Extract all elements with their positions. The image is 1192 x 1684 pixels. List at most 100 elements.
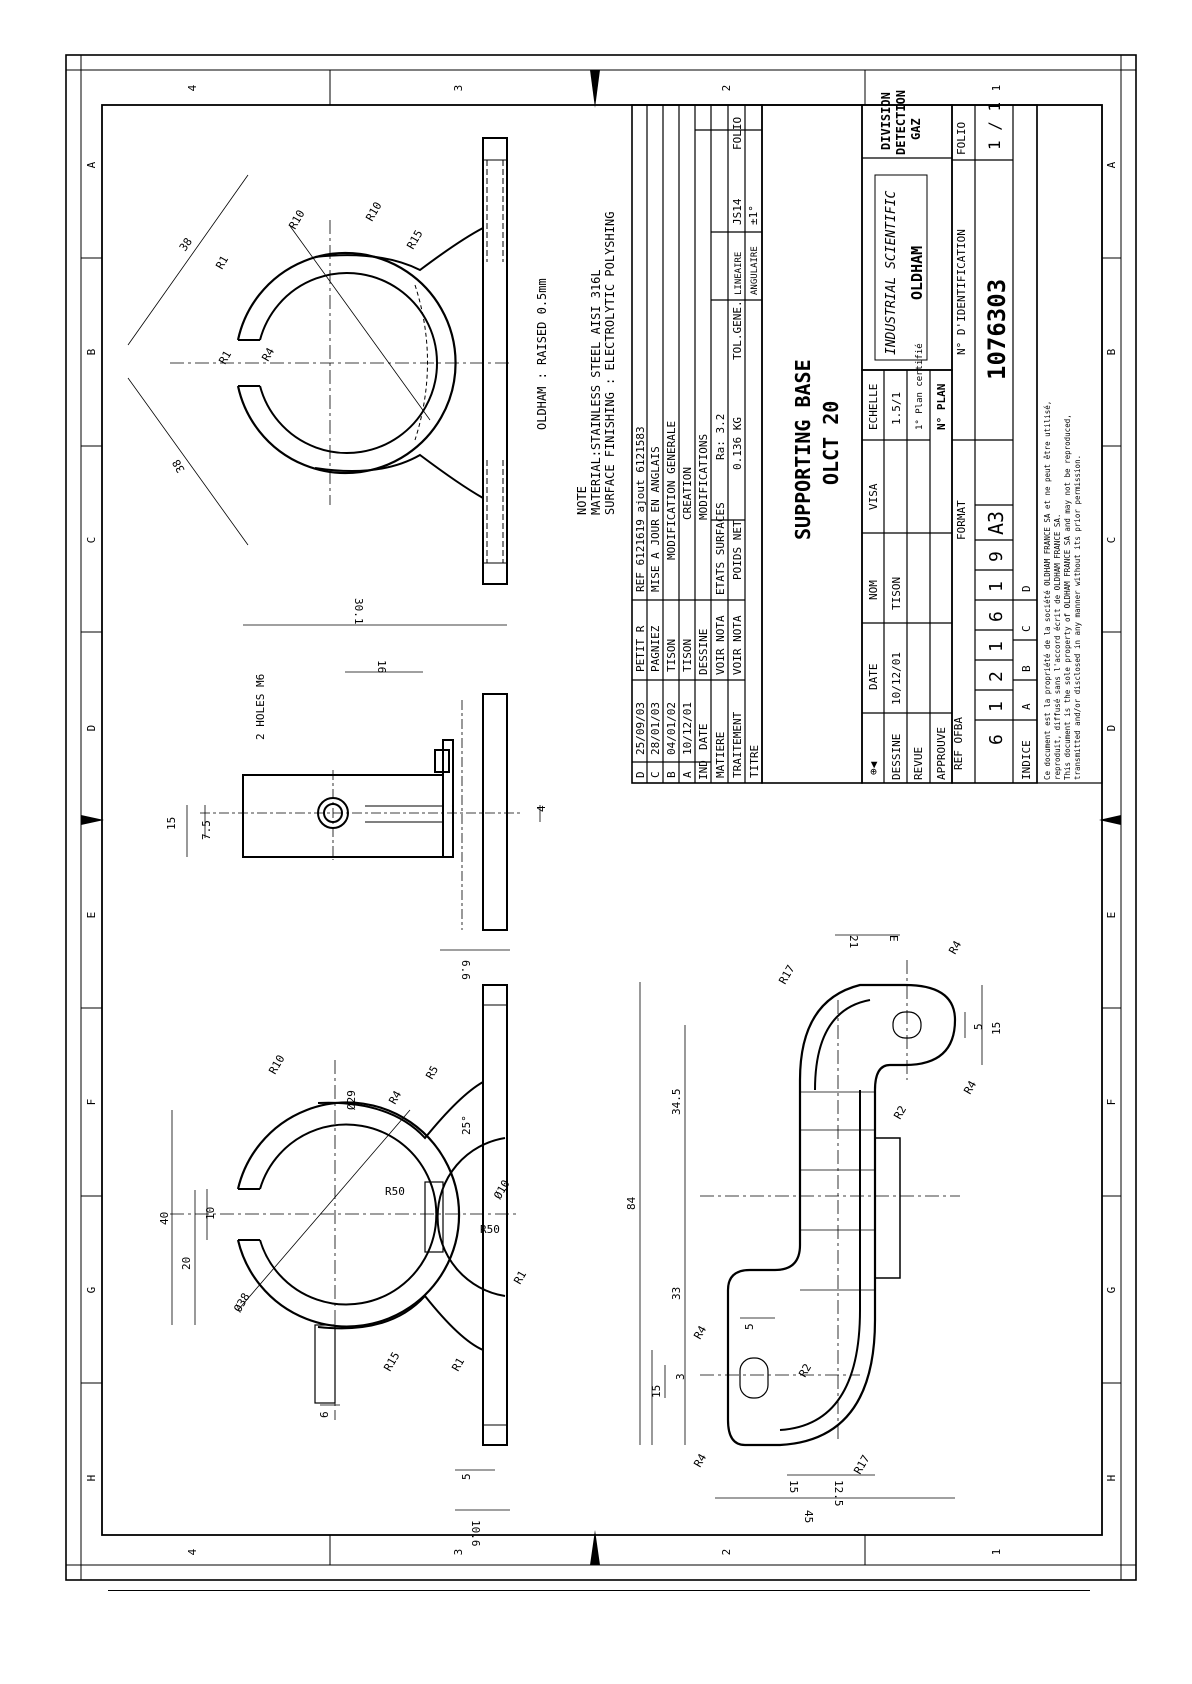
row-label-right-E: E <box>1105 912 1118 919</box>
dim-bot-5a: 5 <box>972 1023 985 1030</box>
row-label-right-A: A <box>1105 161 1118 168</box>
dim-top-r10b: R10 <box>363 200 384 224</box>
spec-traitement-value: VOIR NOTA <box>731 615 744 675</box>
top-view-dimensions: 38 38 R10 R10 R15 R1 R4 R1 <box>170 200 426 475</box>
row-label-left-E: E <box>85 912 98 919</box>
grid-column-labels: 4 3 2 1 4 3 2 1 <box>186 84 1003 1555</box>
id-folio-value: 1 / 1 <box>985 102 1004 150</box>
id-ref-digit-5: 6 <box>986 611 1007 622</box>
company-industrial: INDUSTRIAL SCIENTIFIC <box>884 190 899 355</box>
title-line2: OLCT 20 <box>819 401 843 485</box>
rev-c-desc: MISE A JOUR EN ANGLAIS <box>649 446 662 592</box>
col-label-bottom-4: 1 <box>990 1549 1003 1556</box>
col-label-top-4: 1 <box>990 85 1003 92</box>
rev-a-name: TISON <box>681 639 694 672</box>
spec-matiere-label: MATIERE <box>714 732 727 778</box>
note-block: NOTE MATERIAL:STAINLESS STEEL AISI 316L … <box>535 212 617 515</box>
dim-front-d10: Ø10 <box>491 1178 512 1202</box>
bottom-view-dimensions: 84 34.5 33 R17 R17 21 E R4 R4 R4 R4 R2 R… <box>625 935 1003 1523</box>
side-view-dimensions: 2 HOLES M6 30.1 16 15 7.5 4 6.6 <box>165 598 548 980</box>
row-label-left-G: G <box>85 1287 98 1294</box>
title-text: SUPPORTING BASE OLCT 20 <box>791 359 843 540</box>
dim-bot-15a: 15 <box>990 1022 1003 1035</box>
rev-d-ind: D <box>634 771 647 778</box>
dim-top-38a: 38 <box>177 235 195 253</box>
row-label-right-G: G <box>1105 1287 1118 1294</box>
dim-bot-r17a: R17 <box>776 963 797 987</box>
spec-lineaire-label: LINEAIRE <box>734 252 744 295</box>
sig-plan-certifie: 1° Plan certifié <box>914 343 925 430</box>
rev-header-date: DATE <box>697 724 710 751</box>
spec-traitement-label: TRAITEMENT <box>731 711 744 778</box>
legal-text: Ce document est la propriété de la socié… <box>1043 401 1082 780</box>
rev-header-desc: MODIFICATIONS <box>697 434 710 520</box>
dim-bot-15b: 15 <box>650 1385 663 1398</box>
spec-poids-value: 0.136 KG <box>731 417 744 470</box>
dim-side-4: 4 <box>535 805 548 812</box>
dim-side-30-1: 30.1 <box>352 598 365 625</box>
sig-dessine-date: 10/12/01 <box>890 652 903 705</box>
id-ref-digit-6: 1 <box>986 581 1007 592</box>
legal-line4: transmitted and/or disclosed in any mann… <box>1073 455 1082 780</box>
spec-angulaire-value: ±1° <box>747 205 760 225</box>
dim-bot-r2a: R2 <box>891 1104 909 1122</box>
sig-approuve: APPROUVE <box>935 727 948 780</box>
dim-bot-e: E <box>887 935 900 942</box>
dim-front-d38: Ø38 <box>231 1291 252 1315</box>
spec-ra: Ra: 3.2 <box>714 414 727 460</box>
id-label: N° D'IDENTIFICATION <box>955 229 968 355</box>
col-label-bottom-1: 4 <box>186 1548 199 1555</box>
dim-front-r50b: R50 <box>480 1223 500 1236</box>
id-format-label: FORMAT <box>955 500 968 540</box>
sig-col-nom: NOM <box>867 580 880 600</box>
dim-bot-33: 33 <box>670 1287 683 1300</box>
dim-front-d29: Ø29 <box>345 1090 358 1110</box>
rev-c-ind: C <box>649 771 662 778</box>
dim-side-15: 15 <box>165 817 178 830</box>
dim-top-38b: 38 <box>170 457 188 475</box>
dim-side-16: 16 <box>375 660 388 673</box>
rev-b-name: TISON <box>665 639 678 672</box>
dim-bot-84: 84 <box>625 1196 638 1210</box>
dim-front-25deg: 25° <box>460 1115 473 1135</box>
id-ref-digit-3: 2 <box>986 671 1007 682</box>
rev-a-ind: A <box>681 771 694 778</box>
id-format-value: A3 <box>984 511 1008 535</box>
id-number: 1076303 <box>983 279 1011 380</box>
front-view <box>170 984 520 1511</box>
rev-d-name: PETIT R <box>634 625 647 672</box>
row-label-left-H: H <box>85 1475 98 1482</box>
spec-titre-label: TITRE <box>748 745 761 778</box>
id-indice-d: D <box>1020 585 1033 592</box>
dim-front-10-6: 10.6 <box>469 1520 482 1547</box>
row-label-right-B: B <box>1105 348 1118 355</box>
row-label-right-C: C <box>1105 537 1118 544</box>
id-indice-c: C <box>1020 625 1033 632</box>
dim-front-6: 6 <box>318 1411 331 1418</box>
side-view <box>186 624 541 951</box>
dim-side-holes: 2 HOLES M6 <box>254 674 267 740</box>
dim-front-20: 20 <box>180 1257 193 1270</box>
note-material: MATERIAL:STAINLESS STEEL AISI 316L <box>589 269 603 515</box>
legal-line3: This document is the sole property of OL… <box>1063 414 1072 780</box>
sig-dessine-nom: TISON <box>890 577 903 610</box>
dim-bot-r4d: R4 <box>691 1451 709 1469</box>
dim-front-10: 10 <box>204 1207 217 1220</box>
dim-bot-r2b: R2 <box>796 1362 814 1380</box>
front-view-dimensions: 40 20 10 6 5 10.6 Ø29 Ø38 R10 R4 R5 R50 … <box>158 1053 529 1547</box>
company-text: DIVISION DETECTION GAZ INDUSTRIAL SCIENT… <box>879 90 926 355</box>
signature-text: ⊕◀ DATE NOM VISA ECHELLE DESSINE 10/12/0… <box>867 343 948 780</box>
col-label-top-2: 3 <box>452 85 465 92</box>
dim-bot-5b: 5 <box>743 1323 756 1330</box>
row-label-right-H: H <box>1105 1475 1118 1482</box>
row-label-left-C: C <box>85 537 98 544</box>
dim-front-5: 5 <box>460 1473 473 1480</box>
dim-front-r4: R4 <box>386 1088 404 1106</box>
dim-bot-12-5: 12.5 <box>832 1480 845 1507</box>
bottom-view <box>639 934 983 1499</box>
outer-frame <box>65 54 1137 1581</box>
rev-b-date: 04/01/02 <box>665 702 678 755</box>
id-ref-digit-7: 9 <box>986 551 1007 562</box>
col-label-top-3: 2 <box>720 85 733 92</box>
